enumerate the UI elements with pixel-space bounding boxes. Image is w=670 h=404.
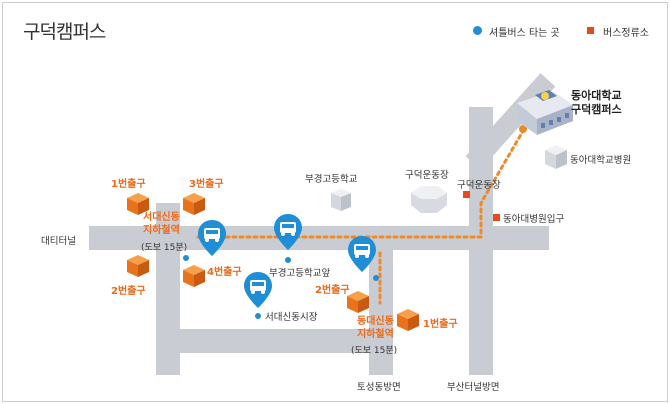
school-label: 부경고등학교 <box>305 174 358 185</box>
campus-label: 동아대학교 구덕캠퍼스 <box>571 89 622 117</box>
dongdaesin-station-line2: 지하철역 <box>357 329 394 340</box>
stadium-label: 구덕운동장 <box>405 170 449 181</box>
shuttle-legend-icon <box>473 26 482 35</box>
shuttle-route <box>196 125 527 305</box>
seodaesin-station-line2: 지하철역 <box>143 225 180 236</box>
exit-cube-icon-d1 <box>397 309 419 331</box>
hospital-label: 동아대학교병원 <box>570 155 632 166</box>
shuttle-bus-icon-school <box>274 214 302 250</box>
shuttle-stop-dot-school <box>285 257 291 263</box>
shuttle-bus-icon-market <box>244 272 272 308</box>
shuttle-stop-dot-dongdaesin <box>373 275 379 281</box>
seodaesin-exit1-label: 1번출구 <box>111 179 146 190</box>
toseong-direction-label: 토성동방면 <box>357 382 401 393</box>
daetinel-label: 대티터널 <box>41 236 76 247</box>
campus-label-line2: 구덕캠퍼스 <box>571 103 622 116</box>
exit-cube-icon-s2 <box>127 255 149 277</box>
busstop-legend-label: 버스정류소 <box>603 28 649 39</box>
seodaesin-station-line1: 서대신동 <box>143 212 180 223</box>
shuttle-legend-label: 셔틀버스 타는 곳 <box>489 28 560 39</box>
seodaesin-exit4-label: 4번출구 <box>207 267 242 278</box>
market-label: 서대신동시장 <box>265 312 318 323</box>
exit-cube-icon-s4 <box>183 265 205 287</box>
seodaesin-station-label: 서대신동 지하철역 <box>143 211 180 237</box>
hospital-building-icon <box>545 145 567 169</box>
campus-building-icon <box>517 90 573 135</box>
shuttle-stop-dot-seodaesin <box>183 255 189 261</box>
stadium-icon <box>411 186 447 213</box>
stadium-stop-label: 구덕운동장 <box>457 180 501 191</box>
shuttle-bus-icon-seodaesin <box>198 220 226 256</box>
campus-label-line1: 동아대학교 <box>571 89 622 102</box>
hospital-gate-label: 동아대병원입구 <box>503 214 565 225</box>
school-building-icon <box>331 189 351 211</box>
school-stop-label: 부경고등학교앞 <box>269 268 331 279</box>
seodaesin-exit2-label: 2번출구 <box>111 286 146 297</box>
exit-cube-icon-s1 <box>127 193 149 215</box>
hospital-gate-busstop-icon <box>493 214 500 221</box>
exit-cube-icon-d2 <box>347 291 369 313</box>
road-south-horizontal <box>163 329 393 353</box>
exit-cube-icon-s3 <box>183 193 205 215</box>
dongdaesin-exit1-label: 1번출구 <box>423 319 458 330</box>
map-title: 구덕캠퍼스 <box>23 21 106 43</box>
seodaesin-exit3-label: 3번출구 <box>189 179 224 190</box>
dongdaesin-station-label: 동대신동 지하철역 <box>357 315 394 341</box>
dongdaesin-walk-label: (도보 15분) <box>351 346 398 356</box>
busan-tunnel-direction-label: 부산터널방면 <box>447 382 500 393</box>
shuttle-bus-icon-dongdaesin <box>348 236 376 272</box>
dongdaesin-exit2-label: 2번출구 <box>315 285 350 296</box>
seodaesin-walk-label: (도보 15분) <box>141 243 188 253</box>
busstop-legend-icon <box>587 27 594 34</box>
stadium-busstop-icon <box>463 191 470 198</box>
dongdaesin-station-line1: 동대신동 <box>357 316 394 327</box>
shuttle-stop-dot-market <box>255 313 261 319</box>
